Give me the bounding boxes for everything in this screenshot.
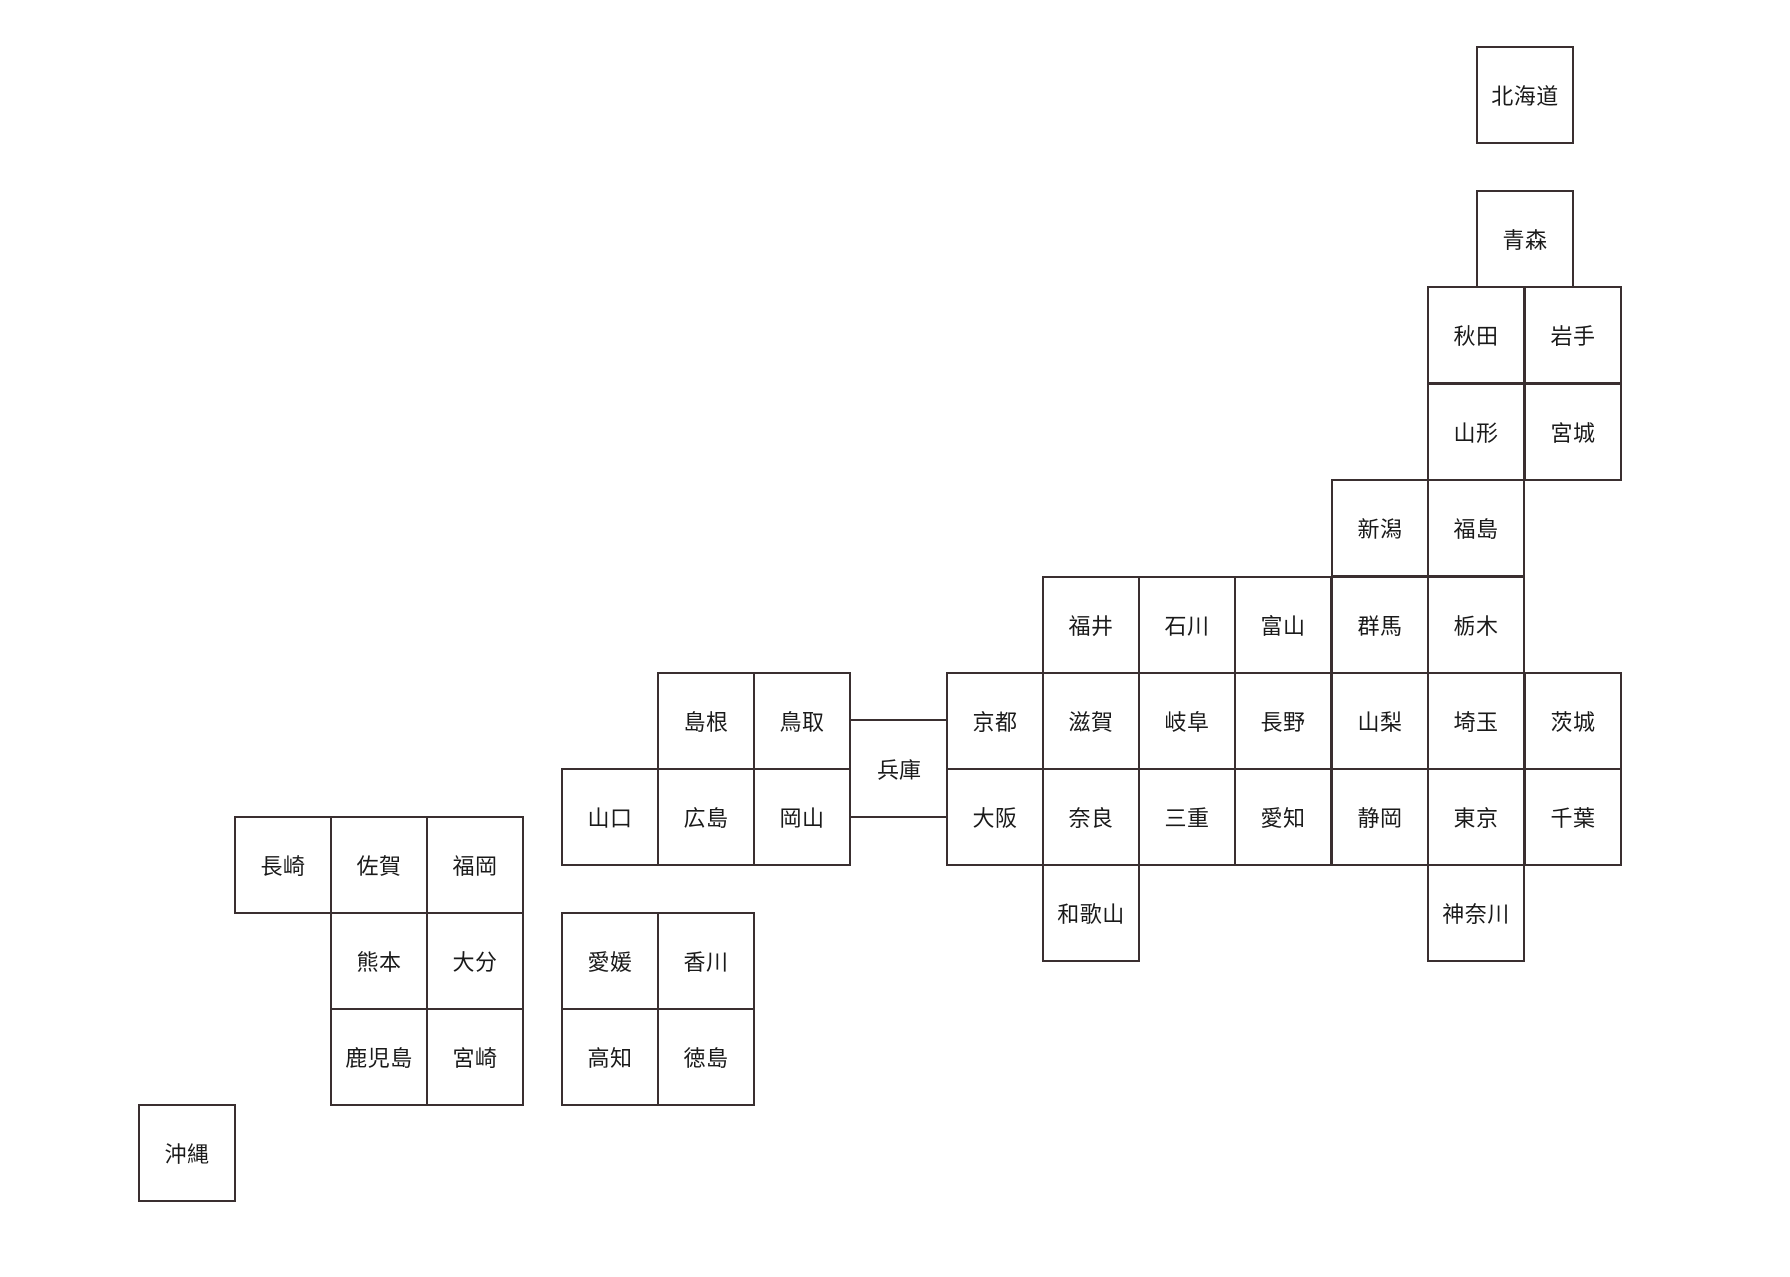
prefecture-aomori[interactable]: 青森 [1476, 190, 1574, 288]
prefecture-gunma[interactable]: 群馬 [1331, 576, 1429, 674]
prefecture-wakayama[interactable]: 和歌山 [1042, 864, 1140, 962]
prefecture-nara[interactable]: 奈良 [1042, 768, 1140, 866]
hyogo-bottom-border [849, 816, 947, 818]
prefecture-tokyo[interactable]: 東京 [1427, 768, 1525, 866]
prefecture-kumamoto[interactable]: 熊本 [330, 912, 428, 1010]
prefecture-okayama[interactable]: 岡山 [753, 768, 851, 866]
prefecture-yamagata[interactable]: 山形 [1427, 383, 1525, 481]
prefecture-fukuoka[interactable]: 福岡 [426, 816, 524, 914]
prefecture-iwate[interactable]: 岩手 [1524, 286, 1622, 384]
prefecture-hokkaido[interactable]: 北海道 [1476, 46, 1574, 144]
prefecture-tokushima[interactable]: 徳島 [657, 1008, 755, 1106]
prefecture-kagawa[interactable]: 香川 [657, 912, 755, 1010]
prefecture-fukushima[interactable]: 福島 [1427, 479, 1525, 577]
prefecture-saitama[interactable]: 埼玉 [1427, 672, 1525, 770]
prefecture-chiba[interactable]: 千葉 [1524, 768, 1622, 866]
prefecture-ibaraki[interactable]: 茨城 [1524, 672, 1622, 770]
prefecture-nagano[interactable]: 長野 [1234, 672, 1332, 770]
prefecture-kagoshima[interactable]: 鹿児島 [330, 1008, 428, 1106]
prefecture-ehime[interactable]: 愛媛 [561, 912, 659, 1010]
prefecture-yamaguchi[interactable]: 山口 [561, 768, 659, 866]
prefecture-nagasaki[interactable]: 長崎 [234, 816, 332, 914]
prefecture-fukui[interactable]: 福井 [1042, 576, 1140, 674]
prefecture-miyagi[interactable]: 宮城 [1524, 383, 1622, 481]
prefecture-shiga[interactable]: 滋賀 [1042, 672, 1140, 770]
prefecture-akita[interactable]: 秋田 [1427, 286, 1525, 384]
prefecture-hiroshima[interactable]: 広島 [657, 768, 755, 866]
prefecture-tochigi[interactable]: 栃木 [1427, 576, 1525, 674]
prefecture-kanagawa[interactable]: 神奈川 [1427, 864, 1525, 962]
prefecture-kochi[interactable]: 高知 [561, 1008, 659, 1106]
prefecture-mie[interactable]: 三重 [1138, 768, 1236, 866]
prefecture-osaka[interactable]: 大阪 [946, 768, 1044, 866]
prefecture-shimane[interactable]: 島根 [657, 672, 755, 770]
hyogo-top-border [849, 719, 947, 721]
prefecture-niigata[interactable]: 新潟 [1331, 479, 1429, 577]
prefecture-ishikawa[interactable]: 石川 [1138, 576, 1236, 674]
prefecture-okinawa[interactable]: 沖縄 [138, 1104, 236, 1202]
prefecture-hyogo[interactable]: 兵庫 [876, 759, 921, 784]
prefecture-gifu[interactable]: 岐阜 [1138, 672, 1236, 770]
prefecture-tottori[interactable]: 鳥取 [753, 672, 851, 770]
prefecture-toyama[interactable]: 富山 [1234, 576, 1332, 674]
prefecture-oita[interactable]: 大分 [426, 912, 524, 1010]
prefecture-miyazaki[interactable]: 宮崎 [426, 1008, 524, 1106]
prefecture-yamanashi[interactable]: 山梨 [1331, 672, 1429, 770]
prefecture-shizuoka[interactable]: 静岡 [1331, 768, 1429, 866]
prefecture-kyoto[interactable]: 京都 [946, 672, 1044, 770]
prefecture-aichi[interactable]: 愛知 [1234, 768, 1332, 866]
prefecture-saga[interactable]: 佐賀 [330, 816, 428, 914]
